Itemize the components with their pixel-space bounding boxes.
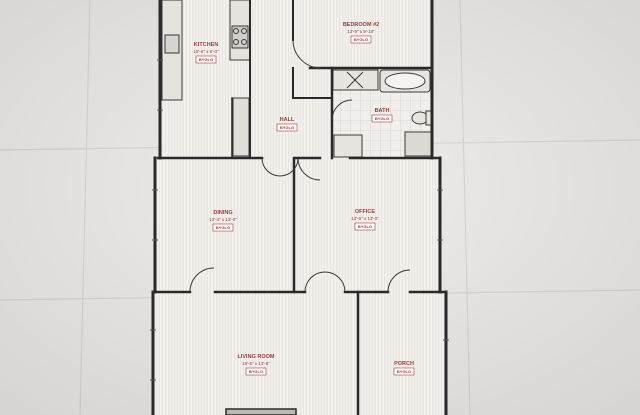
- door-bath: [331, 99, 353, 121]
- kitchen-badge: [195, 55, 217, 64]
- dining-badge-text: BYGLG: [216, 225, 230, 230]
- office-name: OFFICE: [355, 209, 375, 215]
- porch-badge: [393, 367, 415, 376]
- bath-closet: [404, 131, 434, 157]
- floor-porch: [358, 292, 446, 415]
- hall-name: HALL: [280, 117, 295, 123]
- bedroom2-badge-text: BYGLG: [354, 37, 368, 42]
- door-office: [297, 157, 321, 181]
- bath-badge: [371, 114, 393, 123]
- porch-badge-text: BYGLG: [397, 369, 411, 374]
- room-labels: KITCHEN 15'-6" x 9'-0" BYGLG BEDROOM #2 …: [193, 22, 415, 376]
- office-badge: [354, 222, 376, 231]
- living-badge: [245, 367, 267, 376]
- kitchen-badge-text: BYGLG: [199, 57, 213, 62]
- bath-fixtures: [332, 69, 434, 158]
- fireplace: [225, 408, 297, 415]
- kitchen-fixtures: [161, 0, 251, 157]
- kitchen-name: KITCHEN: [194, 42, 218, 48]
- bedroom2-dims: 13'-9" x 9'-10": [347, 29, 375, 34]
- living-dims: 19'-5" x 13'-6": [242, 361, 270, 366]
- dining-dims: 13'-4" x 13'-0": [209, 217, 237, 222]
- door-french: [304, 271, 346, 293]
- stove-icon: [231, 25, 249, 49]
- windows: [150, 59, 449, 381]
- bedroom2-badge: [350, 35, 372, 44]
- living-name: LIVING ROOM: [238, 354, 275, 360]
- floors: [153, 0, 446, 415]
- wall-exterior-left: [151, 0, 162, 415]
- porch-name: PORCH: [394, 361, 414, 367]
- door-office-porch: [387, 269, 411, 293]
- kitchen-pantry: [232, 97, 250, 157]
- kitchen-sink: [164, 34, 180, 54]
- wall-hall-closet: [292, 67, 333, 99]
- hall-badge: [276, 123, 298, 132]
- bedroom2-name: BEDROOM #2: [343, 22, 379, 28]
- walls: [151, 0, 448, 415]
- door-dining-living: [189, 267, 215, 293]
- office-dims: 13'-9" x 13'-0": [351, 216, 379, 221]
- bath-badge-text: BYGLG: [375, 116, 389, 121]
- dining-name: DINING: [213, 210, 232, 216]
- door-swings: [189, 39, 411, 293]
- hall-badge-text: BYGLG: [280, 125, 294, 130]
- office-badge-text: BYGLG: [358, 224, 372, 229]
- vanity: [333, 134, 363, 158]
- bathtub-basin: [384, 72, 426, 90]
- wall-exterior-right: [430, 0, 448, 415]
- shower-x: [346, 71, 364, 89]
- kitchen-dims: 15'-6" x 9'-0": [193, 49, 219, 54]
- floor-living: [153, 292, 358, 415]
- door-bedroom: [292, 39, 322, 69]
- dining-badge: [212, 223, 234, 232]
- floor-bedroom2: [295, 0, 430, 70]
- living-badge-text: BYGLG: [249, 369, 263, 374]
- bath-name: BATH: [375, 108, 390, 114]
